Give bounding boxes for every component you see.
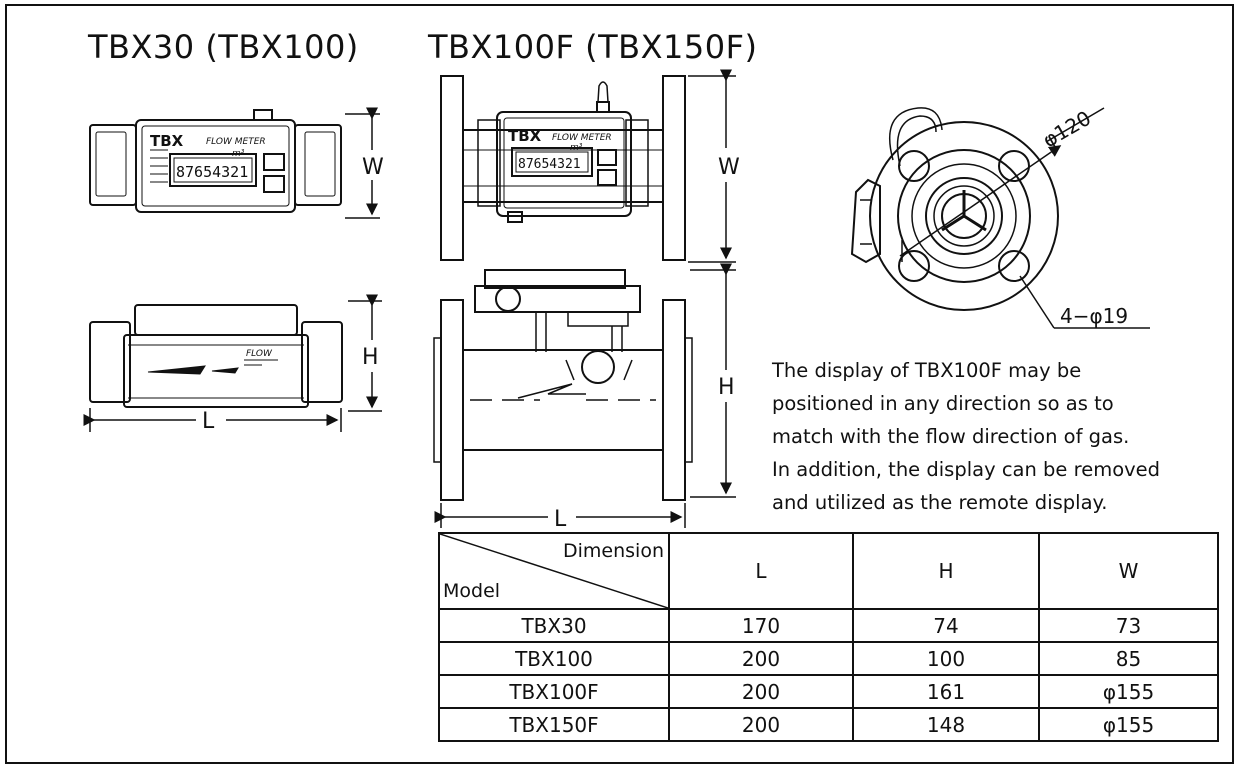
flange-diameter-label: φ120 <box>1039 106 1095 152</box>
tbx30-side-view <box>89 304 343 408</box>
cell-l: 200 <box>668 707 854 742</box>
tbx30-w-label: W <box>362 155 384 180</box>
tbx30-display-digits: 87654321 <box>176 163 248 181</box>
tbx30-front-view <box>89 109 342 213</box>
cell-l: 200 <box>668 674 854 709</box>
table-header-row: Dimension Model L H W <box>438 532 1219 610</box>
table-corner-cell: Dimension Model <box>438 532 670 610</box>
flange-holes-label: 4−φ19 <box>1060 304 1128 328</box>
cell-model: TBX100F <box>438 674 670 709</box>
tbx100f-l-label: L <box>554 507 567 532</box>
tbx100f-side-view <box>433 269 693 501</box>
note-line: and utilized as the remote display. <box>772 491 1108 514</box>
tbx100f-brand: TBX <box>508 127 542 145</box>
cell-w: φ155 <box>1038 707 1219 742</box>
flange-end-view <box>850 107 1150 329</box>
dimension-table: Dimension Model L H W TBX30 170 74 73 TB… <box>438 532 1219 742</box>
tbx30-brand: TBX <box>150 132 184 150</box>
cell-w: 73 <box>1038 608 1219 643</box>
tbx100f-flow-meter-text: FLOW METER <box>552 133 612 143</box>
tbx100f-front-view <box>440 75 686 261</box>
cell-model: TBX100 <box>438 641 670 676</box>
display-note: The display of TBX100F may be positioned… <box>772 354 1222 519</box>
cell-h: 161 <box>852 674 1040 709</box>
tbx30-unit: m³ <box>232 149 245 159</box>
cell-l: 170 <box>668 608 854 643</box>
title-tbx30: TBX30 (TBX100) <box>88 28 359 66</box>
tbx30-flow-text: FLOW <box>246 349 273 359</box>
tbx30-h-label: H <box>362 345 379 370</box>
cell-w: φ155 <box>1038 674 1219 709</box>
cell-h: 148 <box>852 707 1040 742</box>
corner-dimension-label: Dimension <box>563 540 664 562</box>
column-header-l: L <box>668 532 854 610</box>
tbx100f-l-dimension <box>434 503 686 528</box>
corner-model-label: Model <box>443 580 501 602</box>
tbx30-l-label: L <box>202 409 215 434</box>
tbx100f-h-label: H <box>718 375 735 400</box>
note-line: In addition, the display can be removed <box>772 458 1161 481</box>
note-line: positioned in any direction so as to <box>772 392 1114 415</box>
cell-l: 200 <box>668 641 854 676</box>
note-line: The display of TBX100F may be <box>772 359 1082 382</box>
tbx100f-h-dimension <box>690 263 736 498</box>
cell-model: TBX150F <box>438 707 670 742</box>
tbx100f-display-digits: 87654321 <box>518 157 581 172</box>
cell-h: 74 <box>852 608 1040 643</box>
tbx30-l-dimension <box>83 408 342 432</box>
tbx100f-unit: m³ <box>570 143 583 153</box>
cell-model: TBX30 <box>438 608 670 643</box>
cell-h: 100 <box>852 641 1040 676</box>
tbx100f-w-label: W <box>718 155 740 180</box>
tbx30-flow-meter-text: FLOW METER <box>206 137 266 147</box>
note-line: match with the flow direction of gas. <box>772 425 1130 448</box>
table-row: TBX150F 200 148 φ155 <box>438 707 1219 742</box>
table-row: TBX100 200 100 85 <box>438 641 1219 676</box>
cell-w: 85 <box>1038 641 1219 676</box>
column-header-h: H <box>852 532 1040 610</box>
tbx100f-w-dimension <box>688 69 736 263</box>
tbx30-w-dimension <box>345 107 380 219</box>
tbx30-h-dimension <box>348 294 382 412</box>
column-header-w: W <box>1038 532 1219 610</box>
title-tbx100f: TBX100F (TBX150F) <box>428 28 758 66</box>
table-row: TBX30 170 74 73 <box>438 608 1219 643</box>
table-row: TBX100F 200 161 φ155 <box>438 674 1219 709</box>
